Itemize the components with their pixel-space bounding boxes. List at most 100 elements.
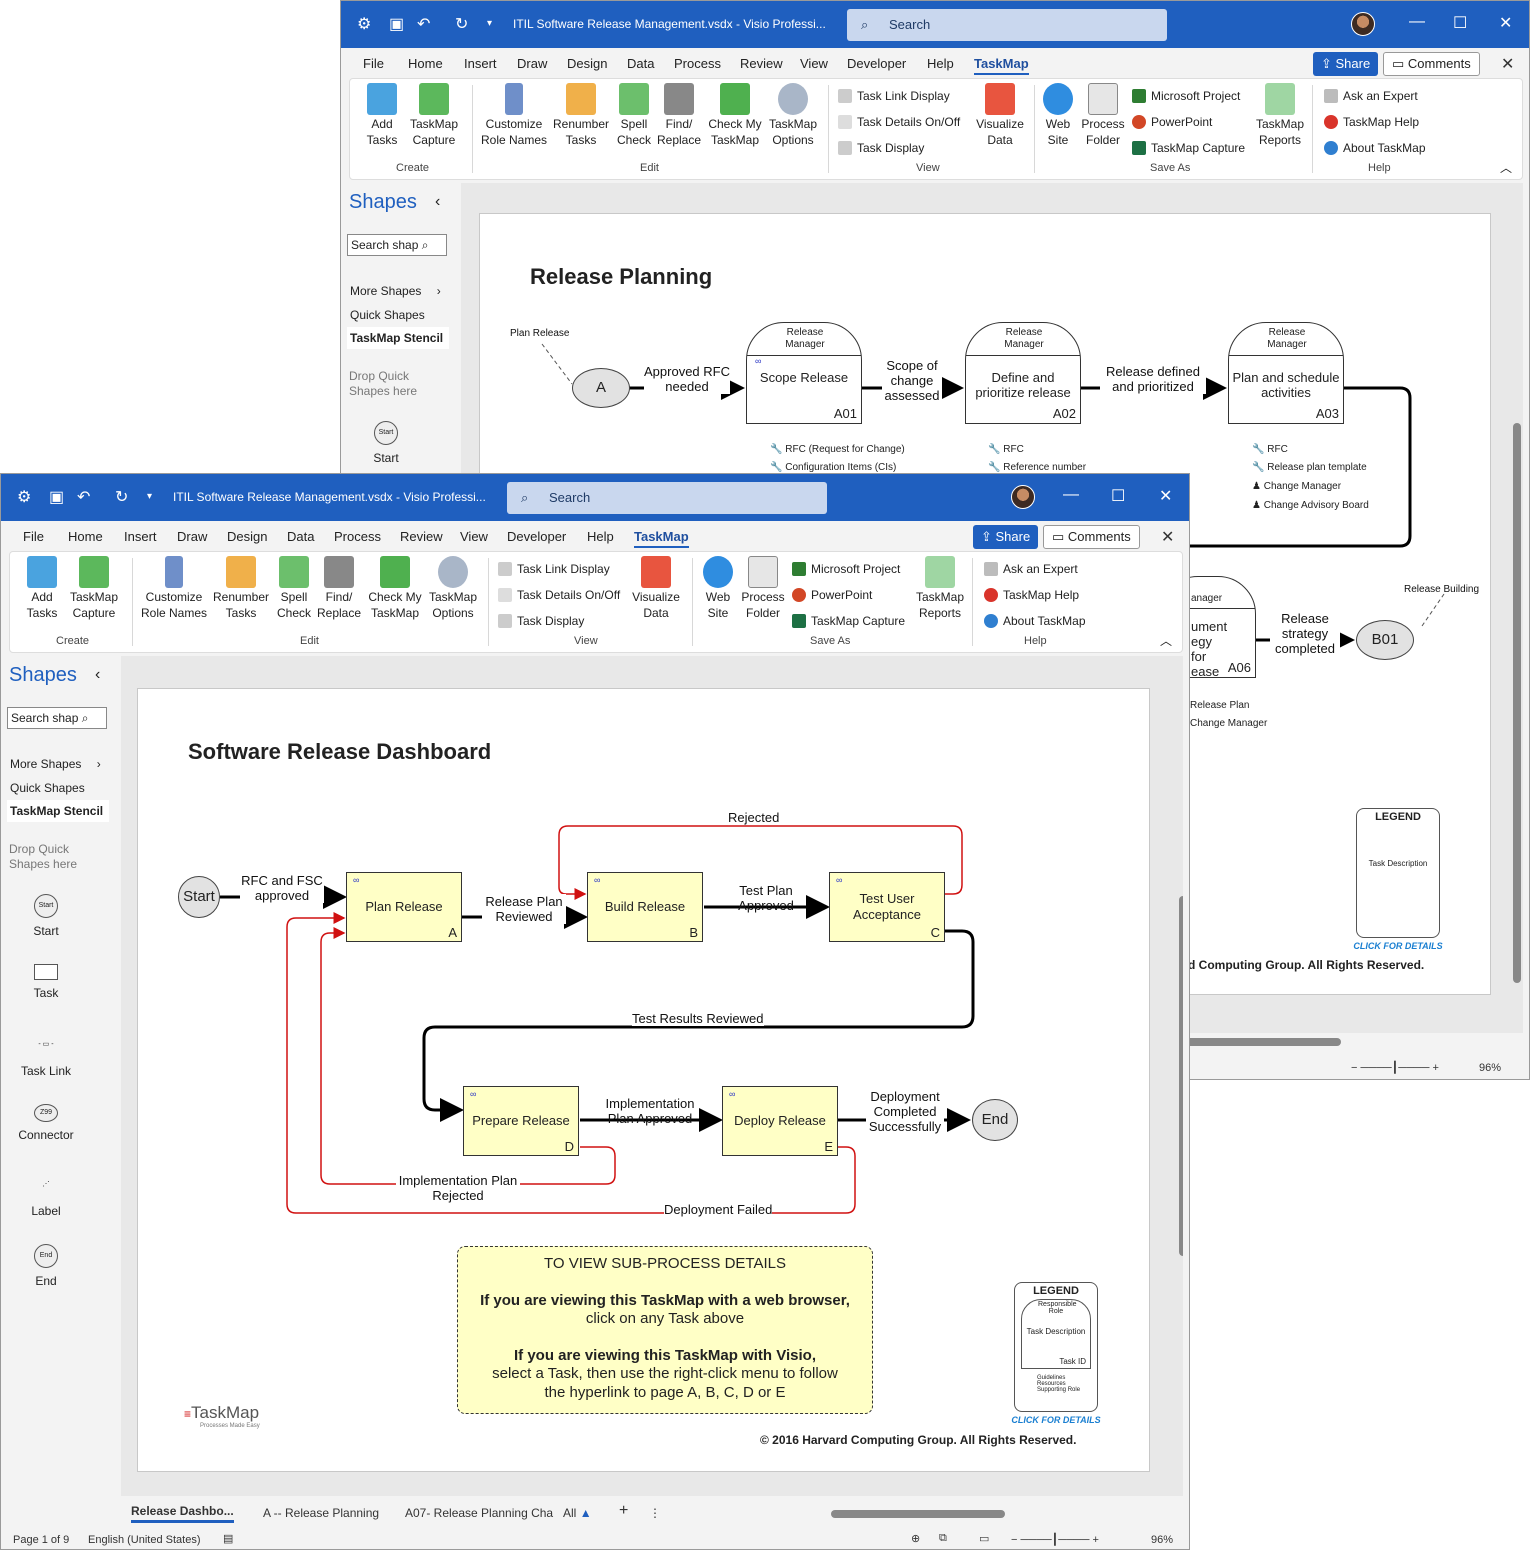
start-node-a[interactable]: A: [572, 368, 630, 408]
web-site-button[interactable]: Web Site: [1040, 83, 1076, 148]
redo-icon[interactable]: ↻: [455, 16, 469, 33]
back-vertical-scrollbar[interactable]: [1513, 423, 1521, 983]
ms-project-button[interactable]: Microsoft Project: [792, 562, 900, 576]
start-node[interactable]: Start: [178, 876, 220, 918]
find-replace-button[interactable]: Find/ Replace: [656, 83, 702, 148]
taskmap-stencil-link[interactable]: TaskMap Stencil: [347, 327, 449, 349]
maximize-icon[interactable]: ☐: [1111, 488, 1126, 505]
menu-taskmap[interactable]: TaskMap: [974, 56, 1029, 75]
collapse-ribbon-icon[interactable]: ︿: [1500, 161, 1513, 175]
renumber-tasks-button[interactable]: Renumber Tasks: [212, 556, 270, 621]
taskmap-options-button[interactable]: TaskMap Options: [768, 83, 818, 148]
tab-all[interactable]: All ▲: [563, 1506, 592, 1520]
menu-draw[interactable]: Draw: [517, 56, 548, 71]
task-a02[interactable]: Release Manager Define and prioritize re…: [965, 322, 1081, 424]
check-taskmap-button[interactable]: Check My TaskMap: [366, 556, 424, 621]
taskmap-capture-save-button[interactable]: TaskMap Capture: [1132, 141, 1245, 155]
close-ribbon-icon[interactable]: ✕: [1501, 56, 1515, 73]
task-display-button[interactable]: Task Display: [498, 614, 584, 628]
menu-data[interactable]: Data: [627, 56, 655, 71]
shapes-search-input[interactable]: Search shap ⌕: [7, 707, 107, 729]
menu-view[interactable]: View: [800, 56, 828, 71]
save-icon[interactable]: ▣: [389, 16, 405, 33]
taskmap-help-button[interactable]: TaskMap Help: [1324, 115, 1419, 129]
redo-icon[interactable]: ↻: [115, 489, 129, 506]
stencil-task-link[interactable]: - ▭ -Task Link: [1, 1034, 96, 1078]
menu-design[interactable]: Design: [227, 529, 268, 544]
front-legend[interactable]: LEGEND Responsible Role Task Description…: [1011, 1282, 1101, 1425]
task-a03[interactable]: Release Manager Plan and schedule activi…: [1228, 322, 1344, 424]
process-folder-button[interactable]: Process Folder: [740, 556, 786, 621]
comments-button[interactable]: ▭ Comments: [1043, 525, 1140, 549]
collapse-shapes-icon[interactable]: ‹: [435, 193, 441, 210]
menu-review[interactable]: Review: [400, 529, 443, 544]
taskmap-reports-button[interactable]: TaskMap Reports: [1252, 83, 1308, 148]
end-node[interactable]: End: [972, 1099, 1018, 1141]
close-ribbon-icon[interactable]: ✕: [1161, 529, 1175, 546]
tab-release-planning[interactable]: A -- Release Planning: [263, 1506, 380, 1520]
customize-role-names-button[interactable]: Customize Role Names: [480, 83, 548, 148]
presentation-mode-icon[interactable]: ▭: [979, 1533, 990, 1545]
about-taskmap-button[interactable]: About TaskMap: [1324, 141, 1426, 155]
menu-developer[interactable]: Developer: [507, 529, 567, 544]
customize-qat-icon[interactable]: ▾: [487, 18, 493, 29]
minimize-icon[interactable]: —: [1063, 486, 1079, 503]
taskmap-capture-button[interactable]: TaskMap Capture: [66, 556, 122, 621]
visualize-data-button[interactable]: Visualize Data: [630, 556, 682, 621]
menu-data[interactable]: Data: [287, 529, 315, 544]
taskmap-help-button[interactable]: TaskMap Help: [984, 588, 1079, 602]
powerpoint-button[interactable]: PowerPoint: [1132, 115, 1212, 129]
share-button[interactable]: ⇪ Share: [1313, 52, 1379, 76]
visualize-data-button[interactable]: Visualize Data: [974, 83, 1026, 148]
close-icon[interactable]: ✕: [1499, 15, 1513, 32]
more-shapes-link[interactable]: More Shapes ›: [350, 284, 441, 298]
task-link-display-button[interactable]: Task Link Display: [838, 89, 950, 103]
search-box[interactable]: ⌕ Search: [507, 482, 827, 514]
taskmap-stencil-link[interactable]: TaskMap Stencil: [7, 800, 109, 822]
add-tasks-button[interactable]: Add Tasks: [22, 556, 62, 621]
task-a01[interactable]: Release Manager ∞ Scope Release A01: [746, 322, 862, 424]
customize-qat-icon[interactable]: ▾: [147, 491, 153, 502]
ask-expert-button[interactable]: Ask an Expert: [1324, 89, 1418, 103]
task-plan-release[interactable]: ∞ Plan Release A: [346, 872, 462, 942]
check-taskmap-button[interactable]: Check My TaskMap: [706, 83, 764, 148]
stencil-label[interactable]: ⋰Label: [1, 1174, 96, 1218]
taskmap-capture-save-button[interactable]: TaskMap Capture: [792, 614, 905, 628]
menu-file[interactable]: File: [23, 529, 44, 544]
accessibility-icon[interactable]: ▤: [223, 1533, 234, 1545]
menu-design[interactable]: Design: [567, 56, 608, 71]
menu-developer[interactable]: Developer: [847, 56, 907, 71]
collapse-ribbon-icon[interactable]: ︿: [1160, 634, 1173, 648]
menu-process[interactable]: Process: [674, 56, 721, 71]
renumber-tasks-button[interactable]: Renumber Tasks: [552, 83, 610, 148]
comments-button[interactable]: ▭ Comments: [1383, 52, 1480, 76]
task-display-button[interactable]: Task Display: [838, 141, 924, 155]
stencil-task[interactable]: Task: [1, 964, 96, 1000]
taskmap-capture-button[interactable]: TaskMap Capture: [406, 83, 462, 148]
taskmap-options-button[interactable]: TaskMap Options: [428, 556, 478, 621]
save-icon[interactable]: ▣: [49, 489, 65, 506]
back-legend[interactable]: LEGEND Task Description CLICK FOR DETAIL…: [1353, 808, 1443, 951]
menu-taskmap[interactable]: TaskMap: [634, 529, 689, 548]
front-horizontal-scrollbar[interactable]: [831, 1510, 1005, 1518]
zoom-slider[interactable]: − ────┃──── +: [1011, 1534, 1099, 1546]
add-tasks-button[interactable]: Add Tasks: [362, 83, 402, 148]
undo-icon[interactable]: ↶: [77, 489, 91, 506]
tab-release-planning-cha[interactable]: A07- Release Planning Cha: [405, 1506, 554, 1520]
switch-windows-icon[interactable]: ⧉: [939, 1532, 947, 1544]
menu-process[interactable]: Process: [334, 529, 381, 544]
front-vertical-scrollbar[interactable]: [1179, 896, 1183, 1256]
zoom-slider[interactable]: − ────┃──── +: [1351, 1062, 1439, 1074]
share-button[interactable]: ⇪ Share: [973, 525, 1039, 549]
menu-home[interactable]: Home: [408, 56, 443, 71]
menu-help[interactable]: Help: [587, 529, 614, 544]
menu-home[interactable]: Home: [68, 529, 103, 544]
quick-shapes-link[interactable]: Quick Shapes: [350, 308, 425, 322]
undo-icon[interactable]: ↶: [417, 16, 431, 33]
tab-release-dashboard[interactable]: Release Dashbo...: [131, 1504, 234, 1523]
more-shapes-link[interactable]: More Shapes ›: [10, 757, 101, 771]
minimize-icon[interactable]: —: [1409, 13, 1425, 30]
menu-draw[interactable]: Draw: [177, 529, 208, 544]
